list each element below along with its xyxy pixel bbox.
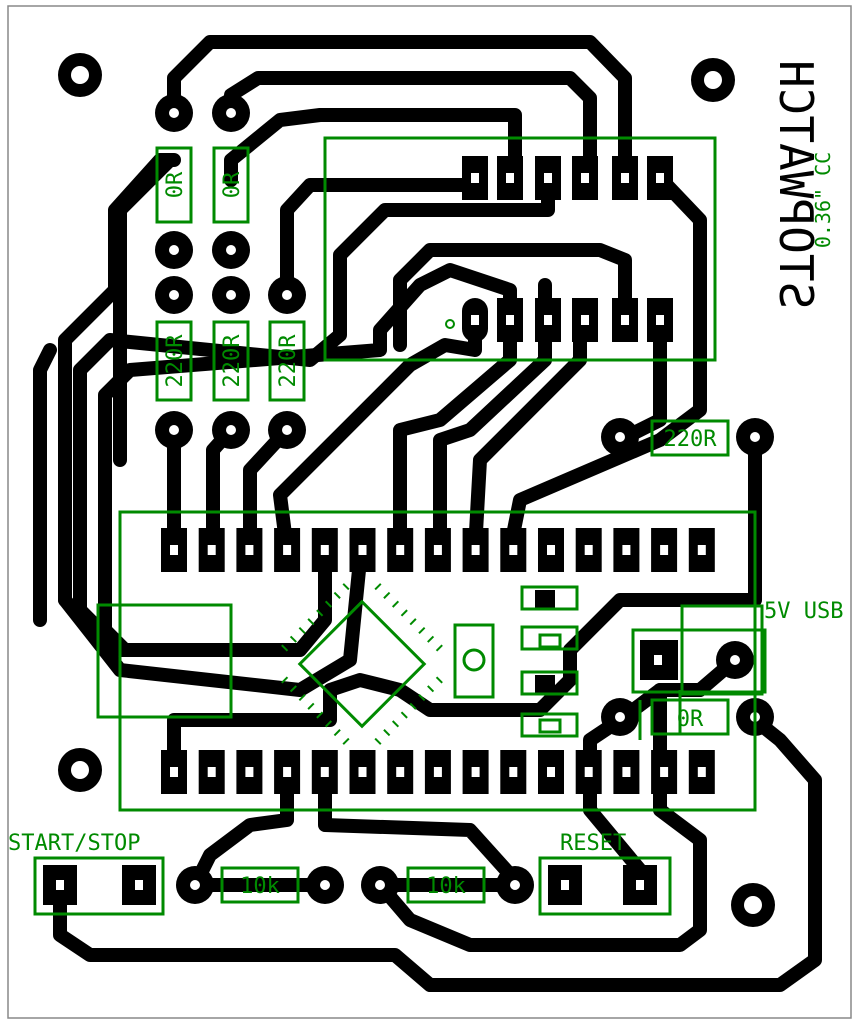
resistor-label: 10k (426, 874, 466, 899)
usb-label: 5V USB (764, 599, 843, 624)
copper-pads (43, 53, 775, 927)
reset-label: RESET (560, 831, 626, 856)
start-stop-button-outline (33, 856, 165, 916)
board-outline (7, 5, 852, 1019)
resistor-label: 0R (163, 171, 188, 198)
silkscreen (33, 136, 767, 916)
resistor-label: 220R (276, 334, 301, 388)
display-outline (323, 136, 717, 362)
labels: STOPWATCH 0.36" CC 5V USB START/STOP RES… (8, 60, 843, 899)
resistor-label: 0R (677, 707, 704, 732)
qfp-chip (297, 599, 427, 729)
resistor-label: 220R (220, 334, 245, 388)
resistor-label: 10k (240, 874, 280, 899)
resistor-label: 220R (664, 427, 718, 452)
qfp-pins (281, 583, 443, 745)
board-title: STOPWATCH (769, 60, 823, 309)
resistor-label: 0R (220, 171, 245, 198)
display-code: 0.36" CC (811, 152, 835, 248)
start-stop-label: START/STOP (8, 831, 140, 856)
reset-button-outline (538, 856, 672, 916)
mcu-board-outline (118, 510, 757, 812)
resistor-label: 220R (163, 334, 188, 388)
copper-traces (33, 35, 822, 992)
